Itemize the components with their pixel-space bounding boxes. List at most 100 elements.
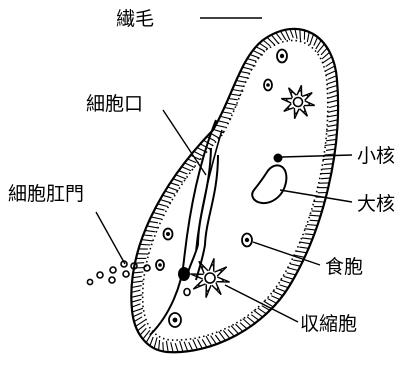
- vacuole-canal: [284, 104, 294, 112]
- food-vacuole: [164, 229, 173, 240]
- cilium: [259, 43, 268, 49]
- cilium: [327, 85, 338, 88]
- cilium: [256, 47, 264, 51]
- cilium: [328, 76, 337, 80]
- cilium: [140, 328, 146, 335]
- cilium: [132, 281, 143, 283]
- leader-micronucleus: [282, 155, 352, 157]
- vacuole-canal: [304, 101, 315, 106]
- cilium: [321, 178, 330, 179]
- cilium: [163, 195, 172, 198]
- cilium: [307, 225, 317, 226]
- cilium: [322, 169, 332, 170]
- cilium: [327, 115, 338, 117]
- cilium: [310, 34, 314, 45]
- cilium: [132, 308, 143, 312]
- cilium: [247, 59, 256, 62]
- cilium: [326, 66, 335, 71]
- cilium: [163, 342, 164, 351]
- cilium: [143, 235, 152, 236]
- cilium: [326, 149, 335, 150]
- cilium: [329, 120, 338, 122]
- cilium: [194, 151, 204, 156]
- cilium: [258, 308, 267, 314]
- cilium: [316, 40, 321, 49]
- cilium: [321, 48, 327, 55]
- vacuole-canal: [289, 88, 297, 98]
- micronucleus: [274, 154, 283, 163]
- cilium: [280, 31, 285, 40]
- cilium: [295, 29, 297, 39]
- cilium: [145, 230, 155, 231]
- cilium: [268, 299, 277, 304]
- vacuole-canal: [216, 277, 229, 282]
- cilium: [299, 247, 308, 248]
- cilium: [131, 295, 142, 298]
- vacuole-canal: [281, 98, 292, 103]
- cilium: [206, 336, 212, 346]
- cilium: [251, 315, 259, 321]
- cilium: [131, 299, 141, 302]
- macronucleus: [252, 165, 286, 203]
- cilium: [215, 335, 221, 343]
- cilium: [299, 242, 310, 244]
- cilium: [273, 291, 283, 296]
- label-contractile-vacuole: 収縮胞: [300, 313, 357, 335]
- vacuole-canal: [206, 284, 211, 297]
- cilium: [314, 37, 318, 46]
- cilium: [267, 37, 274, 44]
- cilium: [313, 202, 324, 203]
- cilium: [184, 342, 188, 352]
- cilium: [285, 30, 290, 40]
- cilium: [133, 313, 142, 317]
- cilium: [131, 290, 140, 292]
- leader-lines: [96, 18, 352, 322]
- cilium: [211, 336, 217, 345]
- cilium: [170, 183, 179, 186]
- vacuole-canal: [212, 283, 221, 295]
- cilium: [160, 200, 171, 203]
- leader-cytopyge: [96, 212, 125, 264]
- cilium: [216, 125, 225, 127]
- vacuole-canal: [302, 93, 312, 101]
- cilium: [305, 234, 314, 235]
- label-micronucleus: 小核: [357, 145, 395, 167]
- cilium: [276, 288, 286, 292]
- cilium: [293, 260, 302, 262]
- cilium: [276, 33, 282, 40]
- cilium: [188, 159, 197, 163]
- cilium: [240, 323, 247, 329]
- vacuole-canal: [300, 106, 308, 116]
- food-vacuole: [156, 260, 164, 270]
- cilium: [133, 272, 143, 273]
- cilium: [326, 61, 334, 66]
- cilia-fringe: [131, 29, 338, 352]
- cilium: [171, 342, 173, 352]
- cilium: [202, 339, 207, 347]
- vacuole-center: [294, 98, 303, 107]
- cilium: [327, 100, 338, 103]
- cilium: [287, 268, 298, 271]
- cilium: [189, 342, 193, 351]
- cilium: [193, 339, 198, 349]
- cilium: [327, 81, 337, 84]
- cilium: [228, 99, 237, 100]
- cilium: [158, 204, 168, 207]
- cilium: [280, 285, 289, 288]
- vacuole-center: [205, 273, 215, 283]
- cilium: [159, 340, 160, 350]
- cilium: [198, 339, 203, 348]
- cilium: [133, 276, 142, 277]
- food-vacuole: [184, 289, 190, 296]
- cilium: [155, 208, 164, 210]
- vacuole-canal: [193, 280, 205, 289]
- cilium: [305, 229, 316, 230]
- label-macronucleus: 大核: [357, 193, 395, 215]
- cilium: [224, 108, 234, 110]
- cilium: [176, 175, 187, 179]
- cilium: [296, 251, 306, 253]
- cilium: [182, 167, 192, 171]
- cilium: [326, 71, 336, 75]
